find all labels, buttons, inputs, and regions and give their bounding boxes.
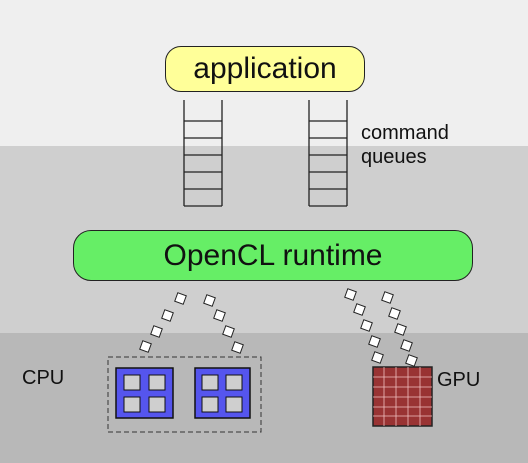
device-region-background [0, 333, 528, 463]
command-queues-label-line2: queues [361, 146, 427, 168]
command-packets-gpu [344, 288, 418, 367]
application-label: application [193, 52, 337, 85]
command-queues-label: command queues [361, 121, 481, 169]
gpu-label: GPU [437, 369, 481, 391]
cpu-core-1 [115, 367, 174, 419]
command-queues-label-line1: command [361, 122, 449, 144]
gpu-chip [372, 366, 433, 427]
opencl-runtime-label: OpenCL runtime [163, 238, 383, 272]
cpu-boundary [107, 356, 262, 433]
command-queue-2 [308, 100, 348, 207]
command-queue-1 [183, 100, 223, 207]
command-packets-cpu-2 [203, 294, 244, 354]
command-packets-cpu-1 [139, 292, 187, 353]
cpu-core-2 [194, 367, 251, 419]
cpu-label: CPU [22, 367, 65, 389]
opencl-runtime-box: OpenCL runtime [73, 230, 473, 281]
application-box: application [165, 46, 365, 92]
